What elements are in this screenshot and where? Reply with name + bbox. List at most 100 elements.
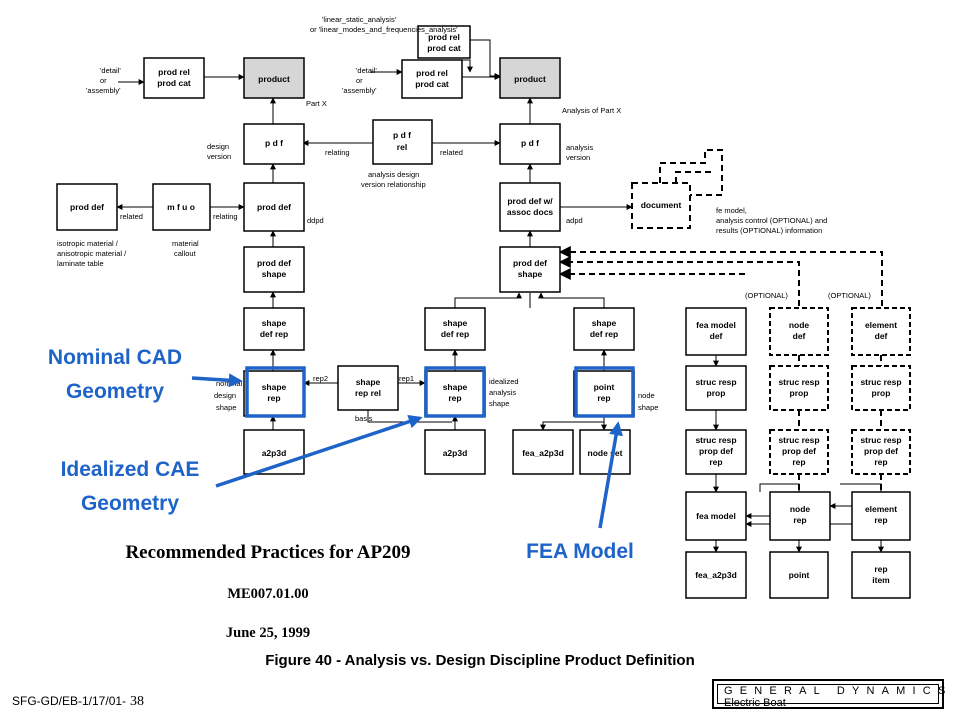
label-detail-left-1: 'detail' <box>100 66 121 75</box>
node-element-rep-1: element <box>865 504 897 514</box>
node-element-def-1: element <box>865 320 897 330</box>
node-a2p3d-design: a2p3d <box>262 448 287 458</box>
node-mfuo: m f u o <box>167 202 195 212</box>
label-design-version-1: design <box>207 142 229 151</box>
node-prodrel-top-1: prod rel <box>428 32 460 42</box>
callout-fea-model: FEA Model <box>526 540 634 563</box>
node-node-rep-2: rep <box>793 515 806 525</box>
node-rep-item-1: rep <box>874 564 887 574</box>
node-sdr-analysis1-2: def rep <box>441 329 469 339</box>
label-basis: basis <box>355 414 373 423</box>
label-fe-model-2: analysis control (OPTIONAL) and <box>716 216 827 225</box>
node-pdf-design: p d f <box>265 138 283 148</box>
node-prodrel-left-1: prod rel <box>158 67 190 77</box>
node-proddef-left: prod def <box>70 202 104 212</box>
label-detail-left-3: 'assembly' <box>86 86 121 95</box>
node-pdf-rel-2: rel <box>397 142 407 152</box>
node-product-analysis: product <box>514 74 546 84</box>
label-linear-analysis-2: or 'linear_modes_and_frequencies_analysi… <box>310 25 458 34</box>
node-srpdr-fea-1: struc resp <box>695 435 736 445</box>
label-isotropic-3: laminate table <box>57 259 104 268</box>
node-prodrel-left-2: prod cat <box>157 78 191 88</box>
node-pds-design-1: prod def <box>257 258 291 268</box>
highlight-nominal <box>245 366 306 418</box>
node-proddef-assoc-2: assoc docs <box>507 207 554 217</box>
label-nominal-design-2: design <box>214 391 236 400</box>
diagram-labels: 'linear_static_analysis' or 'linear_mode… <box>57 15 871 423</box>
label-isotropic-2: anisotropic material / <box>57 249 127 258</box>
footer-id: SFG-GD/EB-1/17/01- <box>12 694 127 708</box>
callout-idealized-line2: Geometry <box>81 492 179 515</box>
label-rep2: rep2 <box>313 374 328 383</box>
node-srp-elem-1: struc resp <box>860 377 901 387</box>
node-a2p3d-analysis: a2p3d <box>443 448 468 458</box>
node-pointrep-2: rep <box>597 393 610 403</box>
node-point: point <box>789 570 810 580</box>
label-optional-node: (OPTIONAL) <box>745 291 788 300</box>
callout-texts: Nominal CAD Geometry Idealized CAE Geome… <box>48 346 634 563</box>
label-nominal-design-3: shape <box>216 403 236 412</box>
node-pdf-rel-1: p d f <box>393 130 411 140</box>
node-fea-a2p3d-bottom: fea_a2p3d <box>695 570 737 580</box>
label-rep1: rep1 <box>399 374 414 383</box>
highlight-fea <box>574 366 635 418</box>
label-detail-mid-1: 'detail' <box>356 66 377 75</box>
logo-company-name: GENERAL DYNAMICS <box>724 685 953 697</box>
node-sdr-analysis2-1: shape <box>592 318 617 328</box>
label-isotropic-1: isotropic material / <box>57 239 119 248</box>
label-related: related <box>440 148 463 157</box>
footer: SFG-GD/EB-1/17/01-38 <box>12 694 144 710</box>
label-analysis-version-2: version <box>566 153 590 162</box>
node-shaperep-design-2: rep <box>267 393 280 403</box>
node-document: document <box>641 200 682 210</box>
label-analysis-design-rel-2: version relationship <box>361 180 426 189</box>
node-element-def-2: def <box>875 331 888 341</box>
node-node-def-2: def <box>793 331 806 341</box>
label-related-left: related <box>120 212 143 221</box>
node-shaperep-rel-2: rep rel <box>355 388 381 398</box>
node-sdr-analysis1-1: shape <box>443 318 468 328</box>
highlight-idealized <box>424 366 486 418</box>
label-linear-analysis-1: 'linear_static_analysis' <box>322 15 397 24</box>
node-srp-fea-2: prop <box>707 388 726 398</box>
node-srpdr-node-3: rep <box>792 457 805 467</box>
node-prodrel-mid-1: prod rel <box>416 68 448 78</box>
node-sdr-design-2: def rep <box>260 329 288 339</box>
label-analysis-design-rel-1: analysis design <box>368 170 419 179</box>
callout-arrows <box>191 373 623 529</box>
highlight-boxes <box>245 366 635 418</box>
label-detail-left-2: or <box>100 76 107 85</box>
node-srp-node-1: struc resp <box>778 377 819 387</box>
doc-title: Recommended Practices for AP209 <box>125 542 410 563</box>
node-prodrel-mid-2: prod cat <box>415 79 449 89</box>
node-shaperep-analysis-1: shape <box>443 382 468 392</box>
node-shaperep-design-1: shape <box>262 382 287 392</box>
node-sdr-design-1: shape <box>262 318 287 328</box>
label-design-version-2: version <box>207 152 231 161</box>
node-pdf-analysis: p d f <box>521 138 539 148</box>
diagram-connectors <box>116 39 884 553</box>
label-material-callout-1: material <box>172 239 199 248</box>
node-product-design: product <box>258 74 290 84</box>
node-srpdr-node-2: prop def <box>782 446 816 456</box>
label-analysis-of-part-x: Analysis of Part X <box>562 106 621 115</box>
page-number: 38 <box>130 694 145 709</box>
label-part-x: Part X <box>306 99 327 108</box>
doc-date: June 25, 1999 <box>226 625 310 641</box>
node-fea-model: fea model <box>696 511 736 521</box>
callout-nominal-line2: Geometry <box>66 380 164 403</box>
optional-connectors <box>558 149 883 492</box>
node-pds-analysis-2: shape <box>518 269 543 279</box>
arrow-fea <box>598 421 623 529</box>
label-idealized-1: idealized <box>489 377 519 386</box>
label-adpd: adpd <box>566 216 583 225</box>
node-proddef-design: prod def <box>257 202 291 212</box>
arrow-idealized <box>215 414 423 488</box>
label-detail-mid-3: 'assembly' <box>342 86 377 95</box>
label-analysis-version-1: analysis <box>566 143 593 152</box>
node-srpdr-node-1: struc resp <box>778 435 819 445</box>
label-material-callout-2: callout <box>174 249 197 258</box>
figure-caption: Figure 40 - Analysis vs. Design Discipli… <box>265 652 695 669</box>
node-node-def-1: node <box>789 320 810 330</box>
label-idealized-3: shape <box>489 399 509 408</box>
